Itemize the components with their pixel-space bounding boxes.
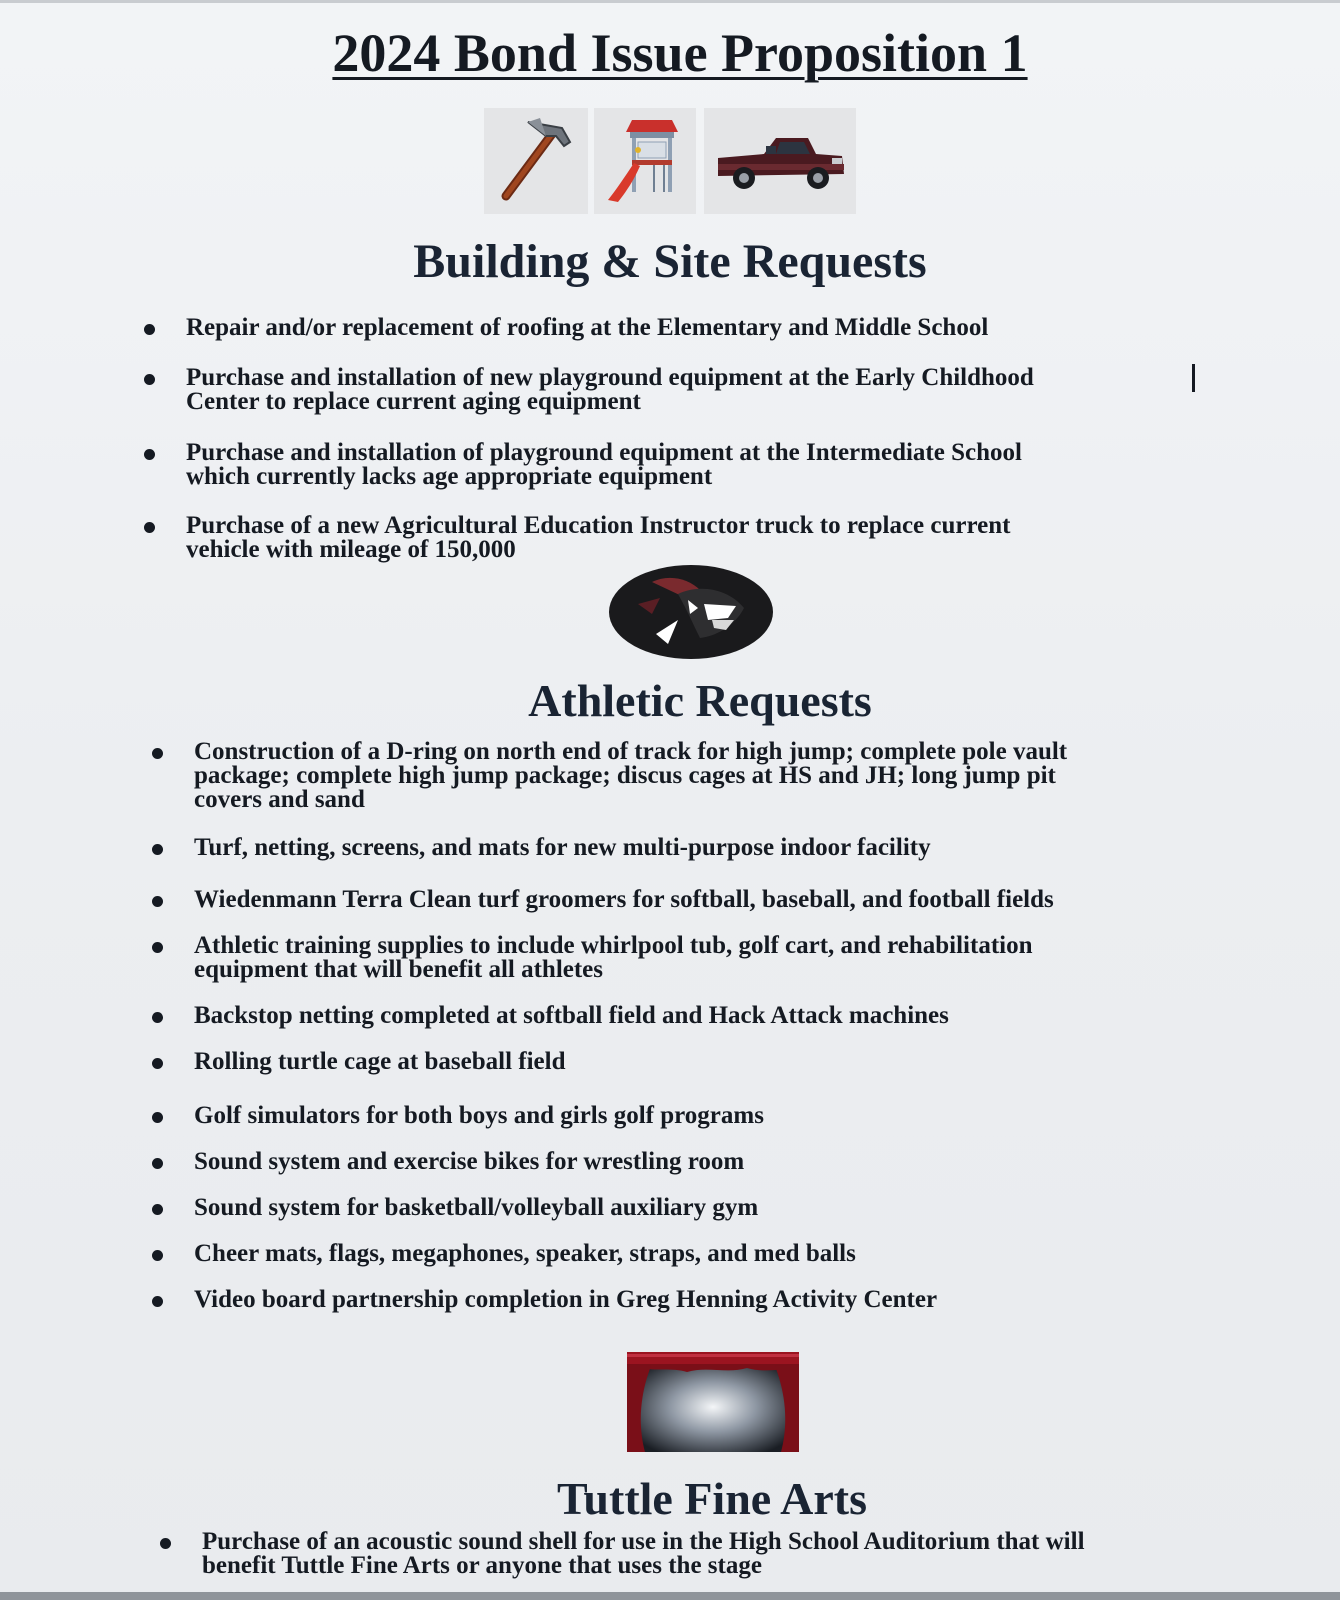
list-item: Turf, netting, screens, and mats for new…: [152, 835, 931, 860]
bullet-icon: [144, 324, 155, 335]
playground-icon: [594, 108, 696, 214]
bullet-icon: [152, 748, 163, 759]
bullet-icon: [144, 449, 155, 460]
list-item: Purchase and installation of playground …: [144, 440, 1022, 489]
bullet-icon: [152, 896, 163, 907]
list-item: Purchase of a new Agricultural Education…: [144, 513, 1010, 562]
bullet-icon: [152, 1296, 163, 1307]
section-title-athletic: Athletic Requests: [528, 675, 872, 726]
bullet-icon: [144, 522, 155, 533]
list-item: Video board partnership completion in Gr…: [152, 1287, 937, 1312]
list-item: Construction of a D-ring on north end of…: [152, 739, 1067, 812]
bullet-icon: [152, 1058, 163, 1069]
stage-curtain-icon: [627, 1352, 799, 1452]
list-item: Sound system and exercise bikes for wres…: [152, 1149, 744, 1174]
bullet-icon: [160, 1538, 171, 1549]
tiger-logo-icon: [608, 564, 774, 660]
bullet-icon: [152, 1012, 163, 1023]
top-edge: [0, 0, 1340, 3]
bullet-icon: [152, 844, 163, 855]
bottom-edge: [0, 1592, 1340, 1600]
list-item: Repair and/or replacement of roofing at …: [144, 315, 988, 340]
list-item: Wiedenmann Terra Clean turf groomers for…: [152, 887, 1054, 912]
hammer-icon: [484, 108, 588, 214]
icon-row: [484, 108, 864, 216]
bullet-icon: [152, 1112, 163, 1123]
text-cursor: [1192, 364, 1195, 392]
list-item: Sound system for basketball/volleyball a…: [152, 1195, 758, 1220]
page-title: 2024 Bond Issue Proposition 1: [332, 23, 1028, 83]
bullet-icon: [152, 1158, 163, 1169]
bullet-icon: [152, 1250, 163, 1261]
list-item: Cheer mats, flags, megaphones, speaker, …: [152, 1241, 856, 1266]
list-item: Golf simulators for both boys and girls …: [152, 1103, 764, 1128]
section-title-building: Building & Site Requests: [413, 235, 927, 288]
list-item: Backstop netting completed at softball f…: [152, 1003, 949, 1028]
bullet-icon: [152, 942, 163, 953]
list-item: Rolling turtle cage at baseball field: [152, 1049, 566, 1074]
truck-icon: [704, 108, 856, 214]
list-item: Athletic training supplies to include wh…: [152, 933, 1033, 982]
bullet-icon: [152, 1204, 163, 1215]
list-item: Purchase of an acoustic sound shell for …: [160, 1529, 1085, 1578]
section-title-finearts: Tuttle Fine Arts: [556, 1473, 868, 1524]
bullet-icon: [144, 374, 155, 385]
list-item: Purchase and installation of new playgro…: [144, 365, 1034, 414]
